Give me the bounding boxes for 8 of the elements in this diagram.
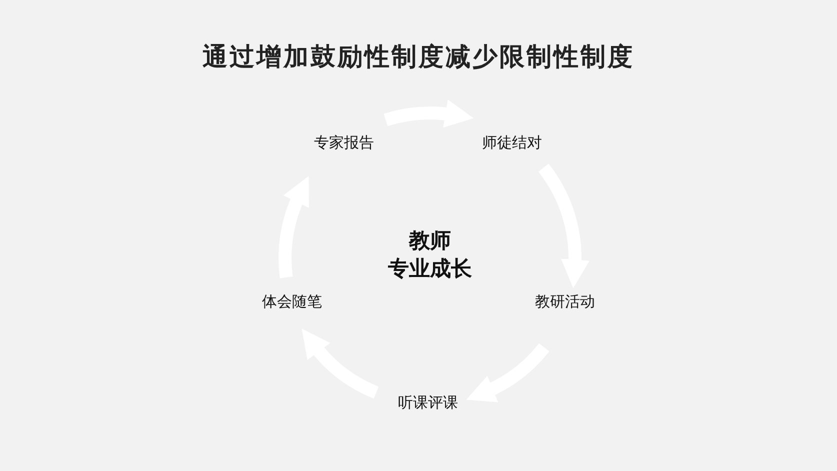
step-label: 专家报告 xyxy=(314,134,374,152)
step-label: 教研活动 xyxy=(535,292,595,312)
step-label: 体会随笔 xyxy=(262,292,322,312)
center-label: 专业成长 xyxy=(388,256,472,283)
title: 通过增加鼓励性制度减少限制性制度 xyxy=(202,41,636,73)
step-label: 师徒结对 xyxy=(482,134,542,152)
center-label: 教师 xyxy=(408,228,452,255)
step-label: 听课评课 xyxy=(398,394,458,412)
